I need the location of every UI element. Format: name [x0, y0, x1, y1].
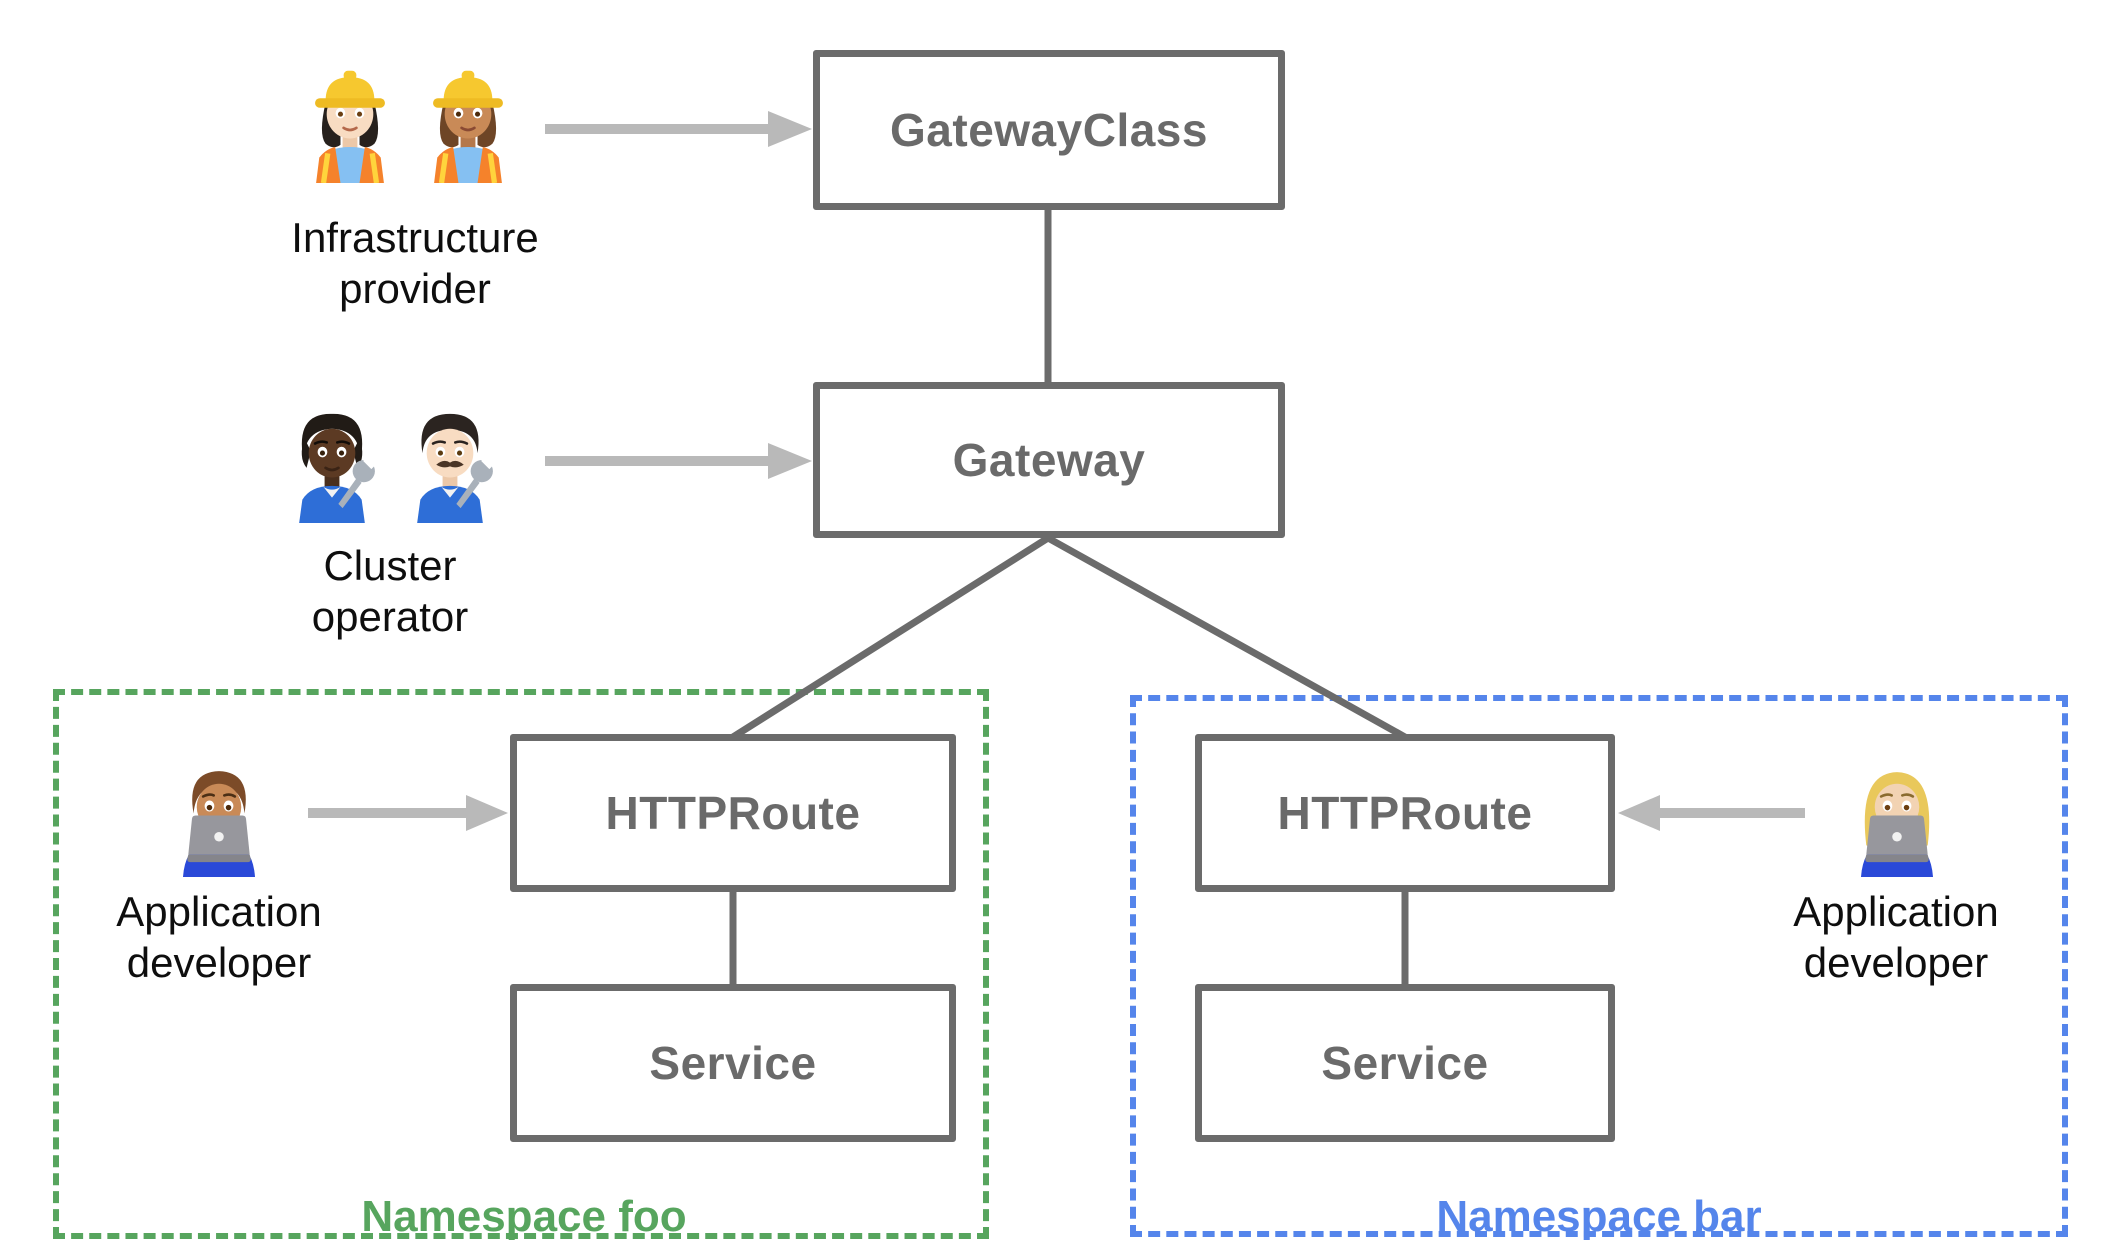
application-developer-foo-label: Application developer: [116, 888, 322, 986]
node-service-foo: Service: [510, 984, 956, 1142]
arrow-app-developer-to-httproute-foo: [308, 795, 508, 831]
node-gateway: Gateway: [813, 382, 1285, 538]
namespace-foo-container: [53, 689, 989, 1239]
arrow-cluster-operator-to-gateway: [545, 443, 812, 479]
node-httproute-foo: HTTPRoute: [510, 734, 956, 892]
man-mechanic-light-skin-emoji: [417, 413, 499, 523]
man-technologist-medium-skin-emoji: [182, 771, 256, 877]
cluster-operator-label: Cluster operator: [311, 542, 469, 640]
namespace-bar-label: Namespace bar: [1436, 1192, 1762, 1241]
namespace-bar-container: [1130, 695, 2068, 1237]
arrow-infrastructure-provider-to-gatewayclass: [545, 111, 812, 147]
infrastructure-provider-label: Infrastructure provider: [291, 214, 539, 312]
woman-technologist-light-skin-emoji: [1860, 772, 1934, 877]
node-httproute-bar: HTTPRoute: [1195, 734, 1615, 892]
woman-construction-worker-medium-skin-emoji: [433, 70, 503, 183]
arrow-app-developer-to-httproute-bar: [1618, 795, 1805, 831]
namespace-foo-label: Namespace foo: [361, 1192, 687, 1241]
edge-gateway-httproutes: [731, 534, 1407, 741]
application-developer-bar-label: Application developer: [1793, 888, 1999, 986]
woman-construction-worker-light-skin-emoji: [315, 70, 385, 183]
mechanic-dark-skin-emoji: [299, 413, 381, 523]
node-service-bar: Service: [1195, 984, 1615, 1142]
node-gatewayclass: GatewayClass: [813, 50, 1285, 210]
